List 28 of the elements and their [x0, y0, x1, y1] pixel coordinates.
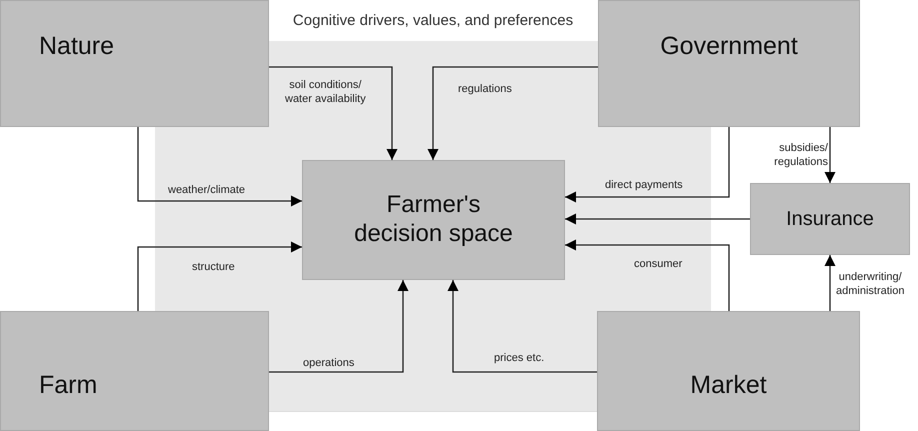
edge-label: consumer — [634, 257, 682, 272]
edge-label: prices etc. — [494, 351, 544, 366]
edge-label: weather/climate — [168, 183, 246, 198]
process-box: Farm — [0, 311, 269, 431]
arrow — [565, 214, 750, 224]
arrow — [565, 127, 730, 202]
edge-label: underwriting/ administration — [836, 270, 904, 299]
edge-label: subsidies/ regulations — [774, 141, 828, 170]
process-box: Government — [598, 0, 860, 127]
edge-label: direct payments — [605, 178, 683, 192]
arrow — [269, 280, 408, 373]
arrow — [269, 66, 398, 160]
arrow — [137, 242, 302, 311]
arrow — [824, 255, 836, 311]
arrow — [137, 127, 302, 206]
edge-label: regulations — [458, 82, 512, 96]
arrow — [448, 280, 597, 373]
arrow — [565, 240, 730, 311]
process-box: Market — [597, 311, 860, 431]
arrow — [428, 66, 598, 160]
panel-heading: Cognitive drivers, values, and preferences — [292, 12, 574, 29]
edge-label: operations — [303, 356, 354, 370]
process-box: Insurance — [750, 183, 910, 255]
edge-label: soil conditions/ water availability — [285, 78, 366, 107]
edge-label: structure — [192, 260, 235, 274]
process-box: Farmer's decision space — [302, 160, 565, 280]
process-box: Nature — [0, 0, 269, 127]
arrow — [824, 127, 836, 183]
